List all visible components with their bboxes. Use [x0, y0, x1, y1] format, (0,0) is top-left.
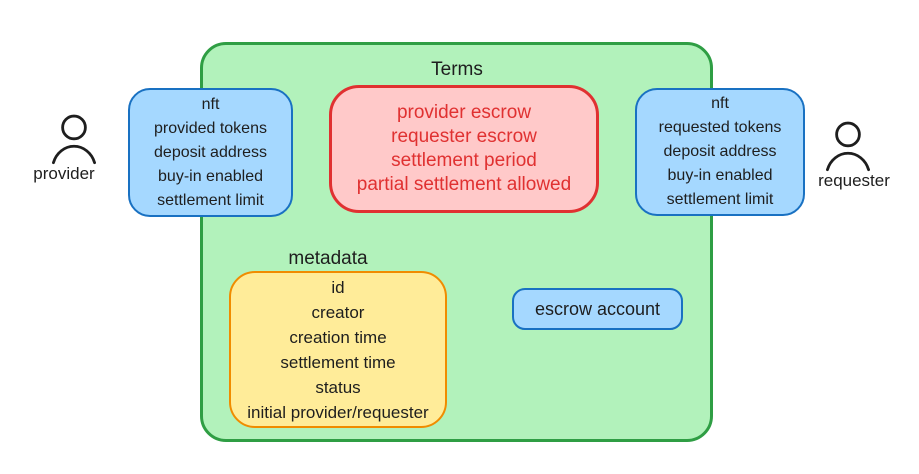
provider-label: provider	[33, 164, 95, 183]
provider-attributes-box: nft provided tokens deposit address buy-in …	[128, 88, 293, 217]
box-line: nft	[201, 95, 220, 113]
box-line: settlement period	[391, 150, 537, 171]
box-line: settlement time	[280, 352, 396, 372]
box-line: initial provider/requester	[247, 402, 429, 422]
box-line: requester escrow	[391, 126, 537, 147]
box-line: creation time	[289, 327, 387, 347]
box-line: deposit address	[154, 143, 267, 161]
box-line: settlement limit	[666, 191, 774, 208]
terms-box: provider escrow requester escrow settlemen…	[329, 85, 599, 213]
box-line: deposit address	[663, 143, 777, 160]
requester-attributes-box: nft requested tokens deposit address buy-in…	[635, 88, 805, 216]
provider-person-icon	[52, 114, 96, 165]
box-line: provider escrow	[396, 102, 532, 123]
box-line: provided tokens	[154, 119, 267, 137]
box-line: id	[331, 277, 345, 297]
box-line: settlement limit	[157, 191, 264, 209]
escrow-account-label: escrow account	[534, 298, 661, 319]
box-line: creator	[311, 302, 365, 322]
escrow-account-box: escrow account	[512, 288, 683, 330]
box-line: buy-in enabled	[158, 167, 263, 185]
box-line: partial settlement allowed	[356, 174, 572, 195]
box-line: nft	[711, 95, 729, 112]
box-line: requested tokens	[658, 119, 782, 136]
box-line: buy-in enabled	[667, 167, 773, 184]
metadata-title: metadata	[288, 248, 368, 269]
requester-label: requester	[818, 171, 890, 190]
terms-title: Terms	[431, 59, 483, 80]
requester-person-icon	[826, 121, 870, 172]
box-line: status	[315, 377, 361, 397]
metadata-box: id creator creation time settlement time sta…	[229, 271, 447, 428]
